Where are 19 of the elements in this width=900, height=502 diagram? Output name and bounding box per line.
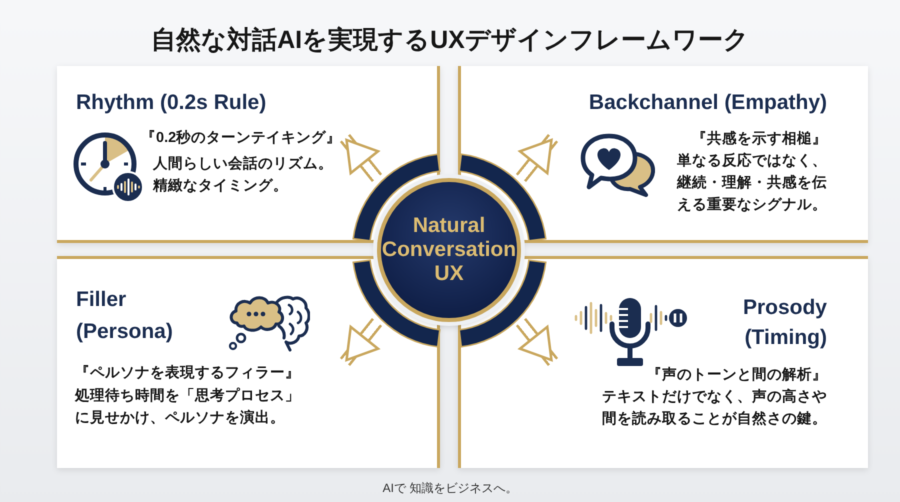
arrow: [340, 134, 382, 182]
description-text: テキストだけでなく、声の高さや間を読み取ることが自然さの鍵。: [601, 388, 827, 429]
title: 自然な対話AIを実現するUXデザインフレームワーク: [151, 25, 749, 56]
description-text: 処理待ち時間を「思考プロセス」に見せかけ、ペルソナを演出。: [75, 386, 301, 428]
arrow: [516, 134, 558, 182]
card-heading: Rhythm (0.2s Rule): [76, 90, 266, 116]
center-label: Natural Conversation UX: [382, 214, 516, 286]
arrow: [340, 318, 382, 366]
quote-text: 『共感を示す相槌』: [692, 130, 827, 149]
card-heading: Prosody (Timing): [742, 295, 827, 351]
quote-text: 『ペルソナを表現するフィラー』: [75, 364, 300, 383]
quote-text: 『声のトーンと間の解析』: [647, 366, 827, 385]
quote-text: 『0.2秒のターンテイキング』: [141, 128, 342, 148]
card-heading: Backchannel (Empathy): [588, 90, 827, 116]
description-text: 単なる反応ではなく、継続・理解・共感を伝える重要なシグナル。: [676, 151, 827, 215]
tagline-text: AIで 知識をビジネスへ。: [382, 480, 518, 496]
card-heading: Filler (Persona): [76, 287, 173, 345]
arrow: [516, 318, 558, 366]
description-text: 人間らしい会話のリズム。精緻なタイミング。: [153, 154, 334, 196]
